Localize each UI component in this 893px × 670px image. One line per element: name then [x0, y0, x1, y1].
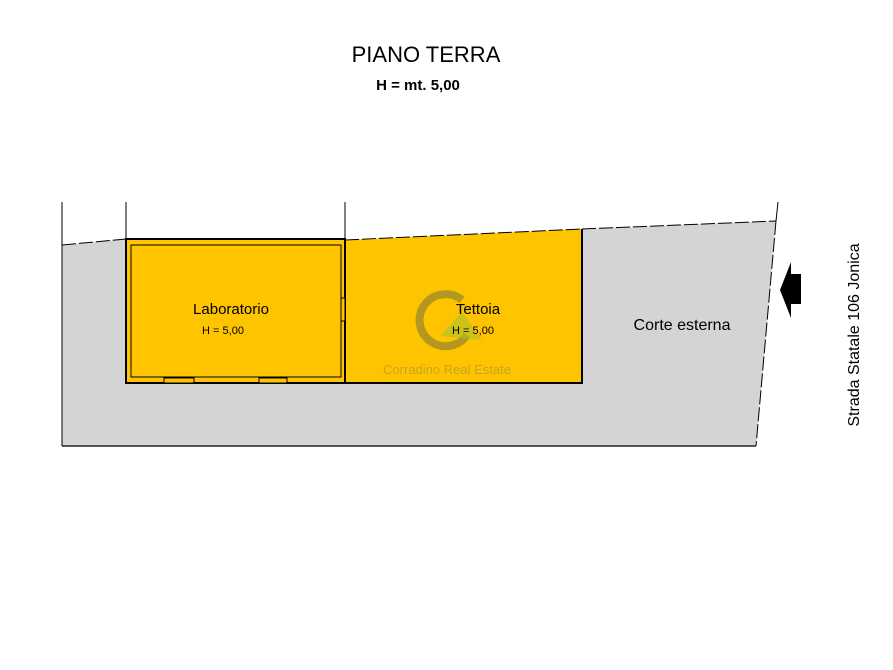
- boundary-right: [755, 220, 777, 447]
- road-label: Strada Statale 106 Jonica: [846, 243, 863, 426]
- room-label-laboratorio: Laboratorio: [193, 301, 269, 318]
- entrance-arrow-icon: [780, 262, 801, 318]
- watermark-text: Corradino Real Estate: [383, 362, 511, 377]
- plan-title: PIANO TERRA: [352, 42, 501, 67]
- window: [258, 377, 288, 384]
- boundary-top-right: [581, 220, 777, 230]
- courtyard-label: Corte esterna: [634, 317, 731, 334]
- plan-height: H = mt. 5,00: [376, 77, 460, 94]
- boundary-line: [775, 201, 779, 222]
- room-label-tettoia: Tettoia: [456, 301, 501, 318]
- room-height-tettoia: H = 5,00: [452, 325, 494, 337]
- room-height-laboratorio: H = 5,00: [202, 325, 244, 337]
- window: [163, 377, 195, 384]
- room-laboratorio: [125, 238, 346, 384]
- door: [340, 297, 346, 322]
- boundary-top-left: [61, 238, 127, 246]
- room-tettoia: [345, 229, 582, 383]
- watermark-logo: Corradino Real Estate: [383, 290, 511, 377]
